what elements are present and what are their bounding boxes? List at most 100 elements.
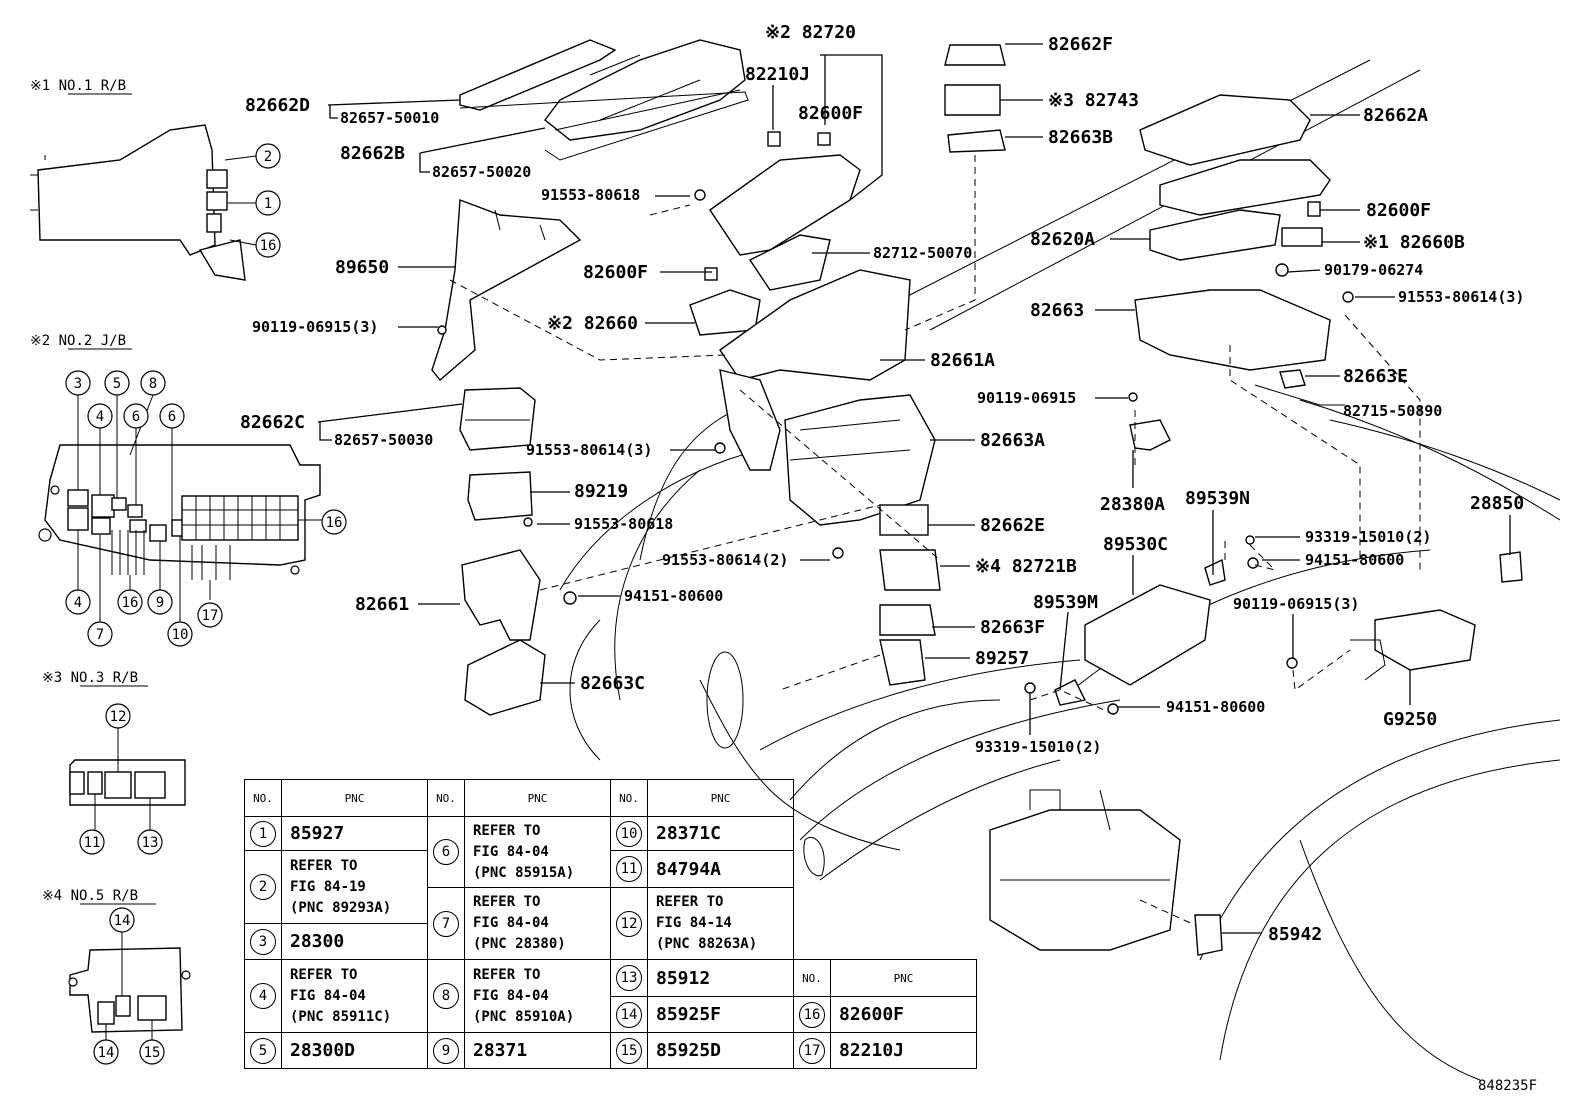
row-number: 14 xyxy=(616,1001,642,1028)
figure-code: 848235F xyxy=(1478,1078,1537,1094)
callout-90119-06915-3-b: 90119-06915(3) xyxy=(1233,595,1359,613)
callout-91553-80614-3-a: 91553-80614(3) xyxy=(526,441,652,459)
callout-91553-80618-a: 91553-80618 xyxy=(541,186,640,204)
row-number: 15 xyxy=(616,1037,642,1064)
inset-num-10: 10 xyxy=(172,627,189,643)
callout-82661: 82661 xyxy=(355,594,409,615)
pnc-cell: 82600F xyxy=(830,996,977,1033)
inset-num-16c: 16 xyxy=(326,515,343,531)
pnc-cell: 85925D xyxy=(647,1032,794,1069)
central-parts xyxy=(689,44,1006,686)
callout-82720: ※2 82720 xyxy=(765,22,856,43)
inset-num-1: 1 xyxy=(264,196,272,212)
inset-no2-title: ※2 NO.2 J/B xyxy=(30,333,126,349)
pnc-cell: 28300D xyxy=(281,1032,428,1069)
callout-90119-06915-b: 90119-06915 xyxy=(977,389,1076,407)
callout-82663A: 82663A xyxy=(980,430,1045,451)
table-row: 2 REFER TO FIG 84-19 (PNC 89293A) 11 847… xyxy=(244,850,977,924)
row-number: 2 xyxy=(250,874,276,900)
inset-num-14b: 14 xyxy=(98,1045,115,1061)
inset-no3-rb: ※3 NO.3 R/B 12 11 13 xyxy=(42,670,186,855)
callout-82663C: 82663C xyxy=(580,673,645,694)
table-row: 3 28300 xyxy=(244,923,977,960)
inset-num-6b: 6 xyxy=(168,409,176,425)
reference-lines xyxy=(449,155,1421,926)
inset-num-5: 5 xyxy=(113,376,121,392)
inset-num-4a: 4 xyxy=(96,409,104,425)
header-pnc: PNC xyxy=(464,779,611,817)
inset-num-8: 8 xyxy=(149,376,157,392)
callout-82600F-a: 82600F xyxy=(798,103,863,124)
row-number: 17 xyxy=(799,1037,825,1064)
callout-82657-50030: 82657-50030 xyxy=(334,431,433,449)
callout-93319-15010-2-b: 93319-15010(2) xyxy=(975,738,1101,756)
callout-91553-80614-3-b: 91553-80614(3) xyxy=(1398,288,1524,306)
pnc-cell: REFER TO FIG 84-19 (PNC 89293A) xyxy=(281,850,428,924)
row-number: 11 xyxy=(616,856,642,882)
table-row: 14 85925F 16 82600F xyxy=(245,996,977,1033)
callout-82600F-c: 82600F xyxy=(1366,200,1431,221)
header-no: NO. xyxy=(244,779,282,817)
pnc-cell: REFER TO FIG 84-04 (PNC 85910A) xyxy=(464,959,611,1033)
header-no: NO. xyxy=(793,959,831,997)
callout-28380A: 28380A xyxy=(1100,494,1165,515)
table-row: 4 REFER TO FIG 84-04 (PNC 85911C) 8 REFE… xyxy=(244,959,977,1033)
table-row: 7 REFER TO FIG 84-04 (PNC 28380) 12 REFE… xyxy=(245,887,977,960)
callout-82663: 82663 xyxy=(1030,300,1084,321)
callout-82662F: 82662F xyxy=(1048,34,1113,55)
callout-82657-50020: 82657-50020 xyxy=(432,163,531,181)
inset-num-11: 11 xyxy=(84,835,101,851)
callout-82662E: 82662E xyxy=(980,515,1045,536)
callout-89219: 89219 xyxy=(574,481,628,502)
callout-89257: 89257 xyxy=(975,648,1029,669)
callout-89650: 89650 xyxy=(335,257,389,278)
callout-82721B: ※4 82721B xyxy=(975,556,1077,577)
pnc-cell: 84794A xyxy=(647,850,794,888)
inset-num-7: 7 xyxy=(96,627,104,643)
row-number: 7 xyxy=(433,910,459,937)
part-callouts: 82662D 82657-50010 82662B 82657-50020 91… xyxy=(240,22,1537,1094)
callout-82663E: 82663E xyxy=(1343,366,1408,387)
callout-85942: 85942 xyxy=(1268,924,1322,945)
row-number: 12 xyxy=(616,910,642,937)
inset-no1-title: ※1 NO.1 R/B xyxy=(30,78,126,94)
inset-no2-jb: ※2 NO.2 J/B 3 5 8 4 6 xyxy=(30,333,347,647)
inset-num-12: 12 xyxy=(110,709,127,725)
pnc-cell: 85912 xyxy=(647,959,794,997)
pnc-cell: 82210J xyxy=(830,1032,977,1069)
pnc-cell: 28300 xyxy=(281,923,428,960)
header-pnc: PNC xyxy=(830,959,977,997)
callout-89539M: 89539M xyxy=(1033,592,1098,613)
pnc-cell: REFER TO FIG 84-14 (PNC 88263A) xyxy=(647,887,794,960)
callout-82662A: 82662A xyxy=(1363,105,1428,126)
callout-82657-50010: 82657-50010 xyxy=(340,109,439,127)
inset-num-9: 9 xyxy=(156,595,164,611)
pnc-cell: REFER TO FIG 84-04 (PNC 85911C) xyxy=(281,959,428,1033)
callout-82210J: 82210J xyxy=(745,64,810,85)
inset-no1-rb: ※1 NO.1 R/B 2 1 16 xyxy=(30,78,281,281)
pnc-cell: 85925F xyxy=(647,996,794,1033)
callout-G9250: G9250 xyxy=(1383,709,1437,730)
callout-82743: ※3 82743 xyxy=(1048,90,1139,111)
inset-num-4b: 4 xyxy=(74,595,82,611)
inset-no3-title: ※3 NO.3 R/B xyxy=(42,670,138,686)
callout-82662D: 82662D xyxy=(245,95,310,116)
inset-no5-title: ※4 NO.5 R/B xyxy=(42,888,138,904)
right-parts xyxy=(989,94,1523,956)
pnc-cell: 28371 xyxy=(464,1032,611,1069)
callout-82662C: 82662C xyxy=(240,412,305,433)
callout-82662B: 82662B xyxy=(340,143,405,164)
callout-89539N: 89539N xyxy=(1185,488,1250,509)
pnc-cell: 85927 xyxy=(281,816,428,851)
callout-94151-80600-a: 94151-80600 xyxy=(624,587,723,605)
callout-94151-80600-b: 94151-80600 xyxy=(1305,551,1404,569)
row-number: 1 xyxy=(250,820,276,847)
inset-num-16: 16 xyxy=(260,238,277,254)
pnc-cell: REFER TO FIG 84-04 (PNC 85915A) xyxy=(464,816,611,888)
callout-82600F-b: 82600F xyxy=(583,262,648,283)
row-number: 5 xyxy=(250,1037,276,1064)
callout-82712-50070: 82712-50070 xyxy=(873,244,972,262)
row-number: 3 xyxy=(250,928,276,955)
inset-num-17: 17 xyxy=(202,608,219,624)
callout-90179-06274: 90179-06274 xyxy=(1324,261,1423,279)
